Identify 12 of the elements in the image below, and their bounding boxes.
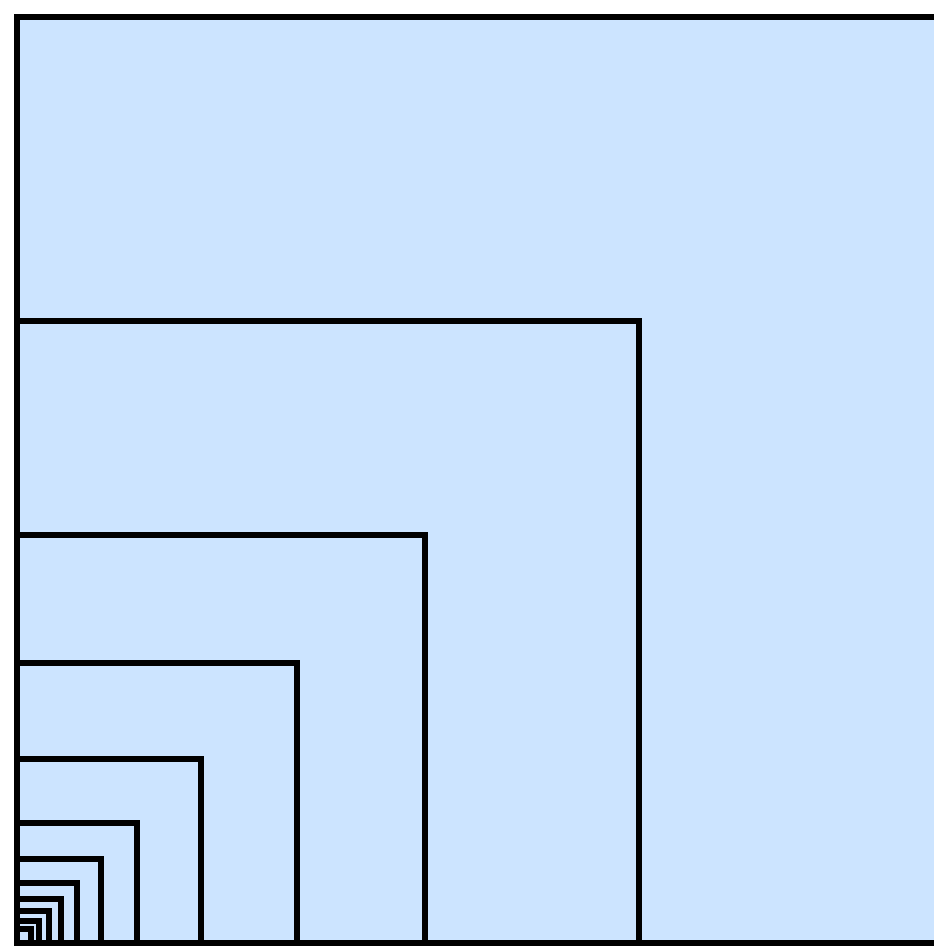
square-box [14, 926, 34, 946]
square-box [14, 660, 300, 946]
square-box [14, 918, 42, 946]
square-box [14, 756, 204, 946]
square-box [14, 820, 140, 946]
square-box [14, 532, 428, 946]
square-box [14, 318, 642, 946]
square-box [14, 856, 104, 946]
square-box [14, 908, 52, 946]
square-box [14, 896, 64, 946]
square-box [14, 14, 934, 946]
square-box [14, 880, 80, 946]
